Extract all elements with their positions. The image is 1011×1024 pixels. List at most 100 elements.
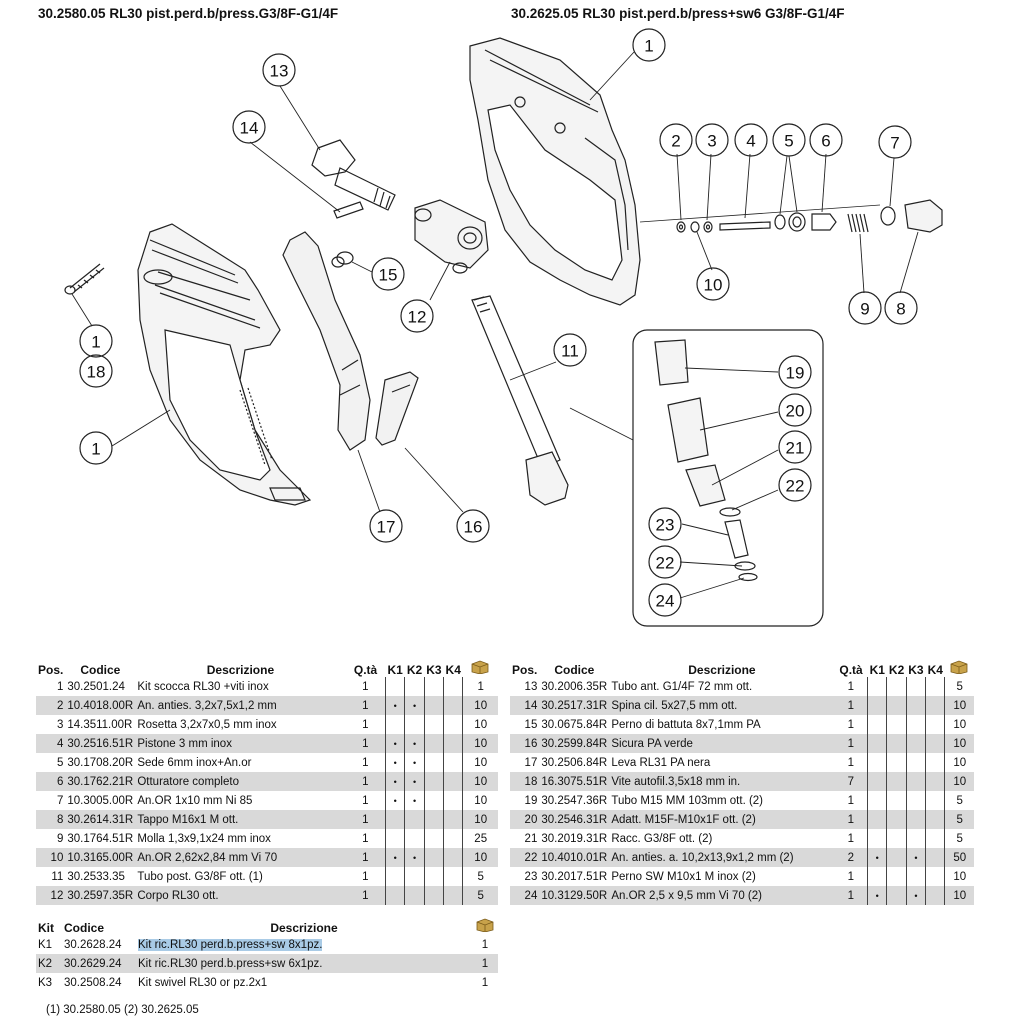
- cell-pos: 2: [36, 696, 66, 715]
- cell-k3: •: [906, 848, 927, 867]
- stop-pin-15: [331, 251, 354, 268]
- cell-code: 30.2629.24: [62, 954, 136, 973]
- cell-k4: [925, 772, 946, 791]
- cell-qty: 1: [345, 753, 387, 772]
- cell-k1: [867, 677, 888, 696]
- cell-kit: K2: [36, 954, 62, 973]
- cell-code: 10.3005.00R: [67, 794, 134, 807]
- cell-k4: [925, 677, 946, 696]
- cell-qty: 1: [345, 791, 387, 810]
- cell-k3: [906, 715, 927, 734]
- cell-code: 30.2501.24: [67, 680, 125, 693]
- cell-desc: Spina cil. 5x27,5 mm ott.: [609, 696, 835, 715]
- footnote: (1) 30.2580.05 (2) 30.2625.05: [46, 1004, 199, 1016]
- cell-k3: [424, 810, 445, 829]
- callout-3: 3: [707, 132, 716, 151]
- cell-pos: 16: [510, 734, 540, 753]
- cell-k2: [886, 810, 907, 829]
- cell-k1: •: [385, 791, 406, 810]
- box-icon: [463, 660, 498, 677]
- callout-5: 5: [784, 132, 793, 151]
- cell-k3: [424, 734, 445, 753]
- callout-18: 18: [87, 363, 106, 382]
- cell-pos: 3: [56, 718, 64, 731]
- cell-k3: [424, 753, 445, 772]
- cell-desc: Perno di battuta 8x7,1mm PA: [611, 718, 761, 731]
- cell-qty: 1: [345, 715, 387, 734]
- cell-k4: [925, 848, 946, 867]
- detail-inset-frame: [632, 329, 824, 627]
- cell-qty: 1: [345, 810, 387, 829]
- cell-box: 5: [956, 832, 963, 845]
- callout-22-a: 22: [786, 477, 805, 496]
- cell-k4: [443, 848, 464, 867]
- callout-14: 14: [240, 119, 259, 138]
- cell-k1: [385, 677, 406, 696]
- callout-1-a: 1: [91, 333, 100, 352]
- cell-k3: [906, 734, 927, 753]
- header-kit: Kit: [38, 921, 54, 935]
- callout-labels: 13 14 1 18 1 15 12 17 16 1 2 3 4 5 6 7 1…: [87, 37, 906, 611]
- cell-k2: [886, 886, 907, 905]
- cell-box: 10: [953, 756, 967, 769]
- cell-pos: 6: [36, 772, 66, 791]
- cell-code: 30.2516.51R: [65, 734, 136, 753]
- cell-desc: Corpo RL30 ott.: [135, 886, 346, 905]
- header-qty: Q.tà: [839, 663, 863, 677]
- cell-box: 10: [462, 696, 498, 715]
- callout-17: 17: [377, 518, 396, 537]
- cell-code: 30.1762.21R: [65, 772, 136, 791]
- cell-k4: [443, 886, 464, 905]
- cell-code: 30.2533.35: [67, 870, 125, 883]
- cell-desc: Kit scocca RL30 +viti inox: [137, 680, 269, 693]
- cell-code: 30.2628.24: [64, 938, 122, 951]
- cell-k2: [886, 734, 907, 753]
- cell-k2: [404, 886, 425, 905]
- header-k2: K2: [406, 663, 423, 677]
- cell-k4: [925, 753, 946, 772]
- header-code: Codice: [554, 663, 595, 677]
- cell-pos: 10: [36, 848, 66, 867]
- cell-k3: [424, 886, 445, 905]
- detail-parts: [654, 339, 758, 582]
- cell-qty: 7: [834, 772, 869, 791]
- cell-qty: 1: [834, 791, 869, 810]
- cell-box: 10: [944, 696, 974, 715]
- cell-k2: •: [404, 772, 425, 791]
- header-desc: Descrizione: [206, 663, 275, 677]
- exploded-diagram: 13 14 1 18 1 15 12 17 16 1 2 3 4 5 6 7 1…: [64, 28, 943, 627]
- cell-k1: [385, 810, 406, 829]
- cell-k3: [906, 810, 927, 829]
- cell-k2: •: [404, 753, 425, 772]
- header-k3: K3: [426, 663, 442, 677]
- title-right: 30.2625.05 RL30 pist.perd.b/press+sw6 G3…: [511, 6, 845, 21]
- callout-8: 8: [896, 300, 905, 319]
- cell-box: 10: [474, 756, 488, 769]
- pistol-body-left: [137, 223, 312, 506]
- small-parts-row: [639, 199, 943, 233]
- cell-qty: 1: [834, 734, 869, 753]
- cell-pos: 5: [56, 756, 64, 769]
- cell-k3: [906, 772, 927, 791]
- cell-k1: [867, 791, 888, 810]
- cell-k1: [867, 810, 888, 829]
- cell-pos: 4: [36, 734, 66, 753]
- parts-table-header: Pos. Codice Descrizione Q.tà K1 K2 K3 K4: [510, 660, 974, 677]
- cell-code: 30.2614.31R: [65, 810, 136, 829]
- cell-k1: [385, 829, 406, 848]
- header-code: Codice: [64, 921, 105, 935]
- cell-code: 30.0675.84R: [541, 718, 608, 731]
- cell-pos: 22: [510, 848, 540, 867]
- cell-k4: [925, 867, 946, 886]
- cell-k3: [906, 696, 927, 715]
- callout-19: 19: [786, 364, 805, 383]
